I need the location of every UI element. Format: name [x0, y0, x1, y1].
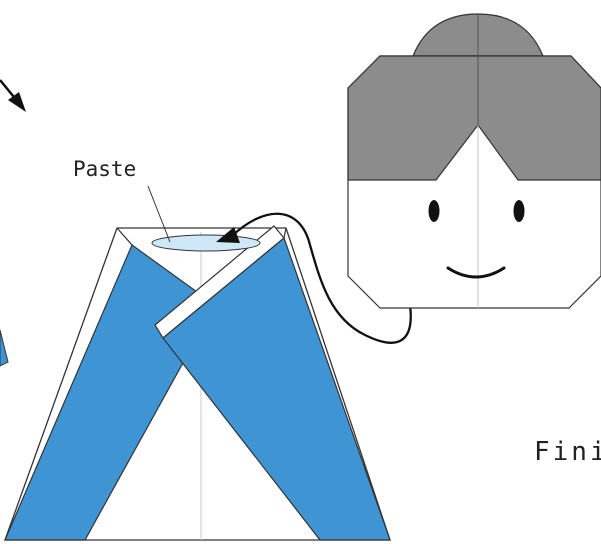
doll-head: [347, 13, 601, 309]
arrow-icon: [0, 79, 26, 112]
paste-label: Paste: [73, 157, 136, 181]
curved-arrow-icon: [216, 212, 412, 344]
kimono-body: [4, 225, 391, 541]
partial-kimono-edge: [0, 329, 9, 367]
right-eye: [513, 200, 525, 222]
left-eye: [428, 200, 440, 222]
paste-leader-line: [147, 185, 171, 243]
finished-label: Fini: [534, 437, 601, 467]
mouth: [446, 266, 506, 279]
kimono-right-panel: [162, 236, 391, 541]
hair: [347, 55, 601, 181]
